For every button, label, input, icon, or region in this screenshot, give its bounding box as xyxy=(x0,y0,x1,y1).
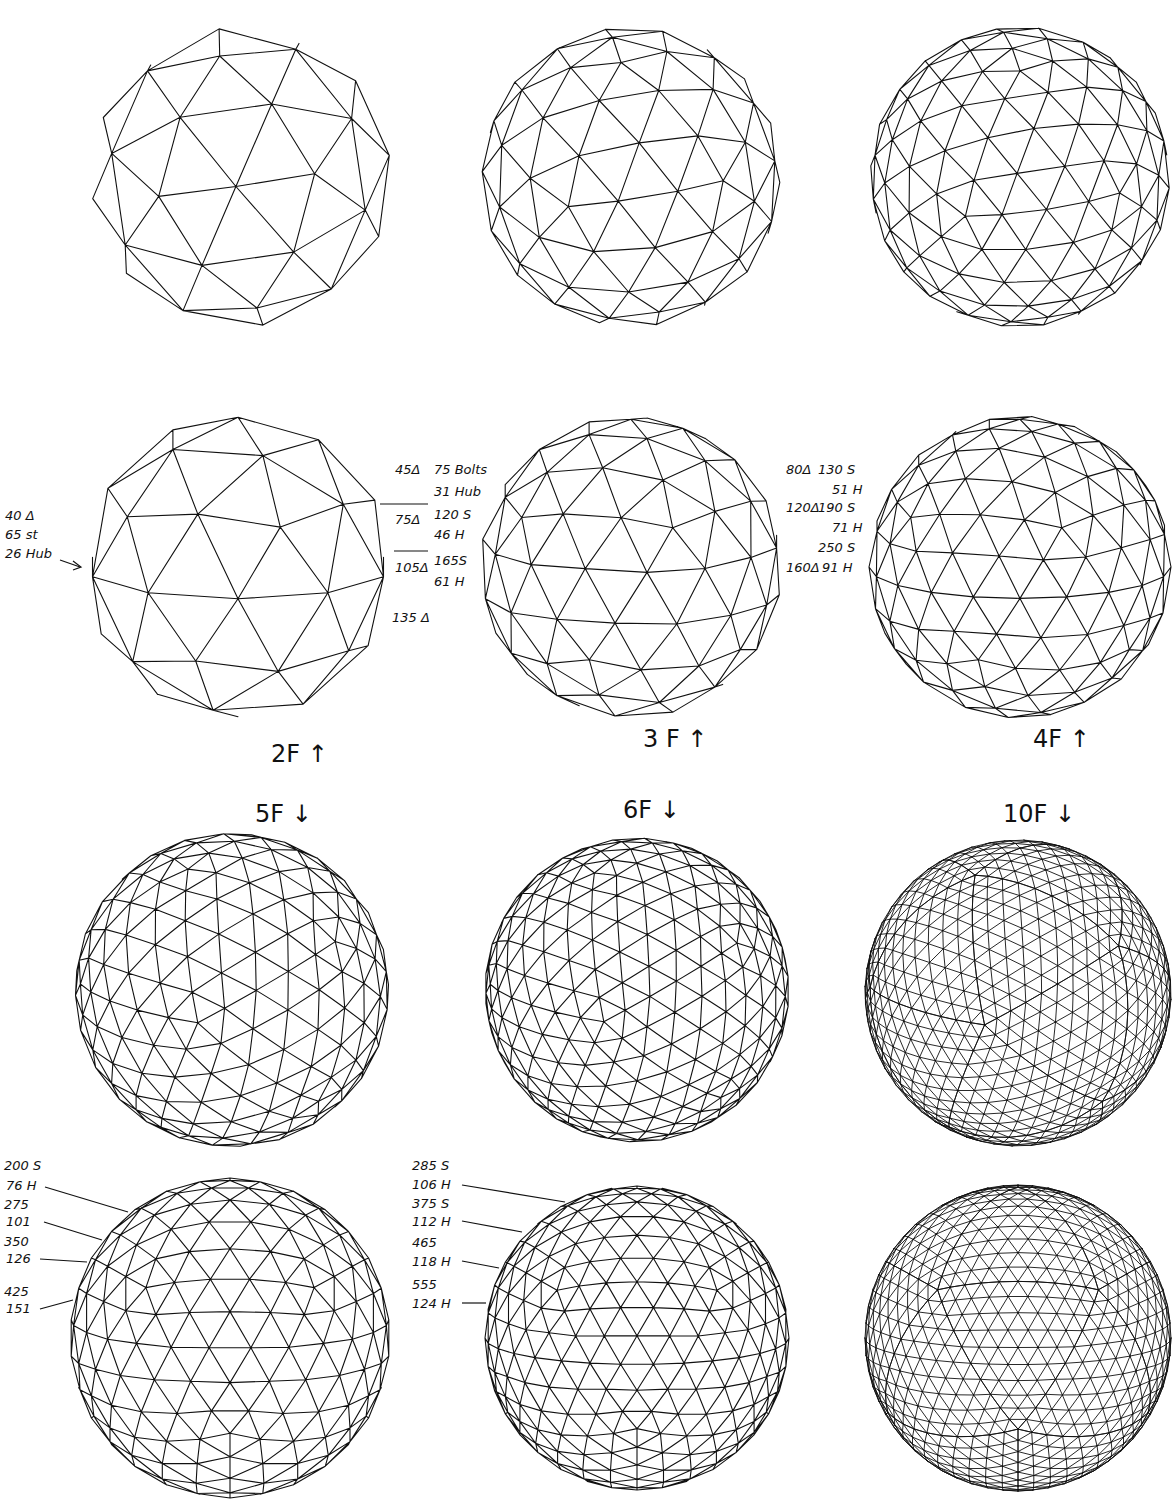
strut-annotation: 124 H xyxy=(412,1296,451,1311)
frequency-label: 3 F ↑ xyxy=(640,725,710,753)
leader-line xyxy=(40,1259,87,1262)
geodesic-sphere xyxy=(869,417,1171,718)
strut-annotation: 130 S xyxy=(818,462,855,477)
strut-annotation: 425 xyxy=(4,1284,29,1299)
geodesic-sphere xyxy=(865,840,1171,1146)
geodesic-sphere xyxy=(871,28,1169,326)
strut-annotation: 555 xyxy=(412,1277,437,1292)
frequency-label: 10F ↓ xyxy=(1000,800,1078,828)
geodesic-sphere xyxy=(482,29,780,324)
geodesic-sphere xyxy=(93,29,390,325)
frequency-label: 4F ↑ xyxy=(1030,725,1093,753)
strut-annotation: 80Δ xyxy=(786,462,811,477)
leader-line xyxy=(462,1185,565,1202)
strut-annotation: 46 H xyxy=(434,527,464,542)
strut-annotation: 285 S xyxy=(412,1158,449,1173)
strut-annotation: 51 H xyxy=(832,482,862,497)
geodesic-sphere xyxy=(486,838,788,1141)
leader-line xyxy=(380,503,428,504)
frequency-label: 5F ↓ xyxy=(252,800,315,828)
strut-annotation: 120 S xyxy=(434,507,471,522)
strut-annotation: 75Δ xyxy=(395,512,420,527)
strut-annotation: 31 Hub xyxy=(434,484,481,499)
geodesic-sphere xyxy=(71,1178,389,1498)
strut-annotation: 250 S xyxy=(818,540,855,555)
strut-annotation: 65 st xyxy=(5,527,38,542)
strut-annotation: 91 H xyxy=(822,560,852,575)
strut-annotation: 75 Bolts xyxy=(434,462,487,477)
strut-annotation: 120Δ xyxy=(786,500,820,515)
strut-annotation: 375 S xyxy=(412,1196,449,1211)
geodesic-sphere xyxy=(865,1185,1171,1491)
geodesic-sphere xyxy=(485,1186,789,1490)
strut-annotation: 40 Δ xyxy=(5,508,35,523)
strut-annotation: 71 H xyxy=(832,520,862,535)
strut-annotation: 190 S xyxy=(818,500,855,515)
leader-line xyxy=(45,1187,128,1212)
strut-annotation: 105Δ xyxy=(395,560,429,575)
leader-line xyxy=(462,1221,522,1232)
strut-annotation: 165S xyxy=(434,553,467,568)
leader-lines xyxy=(40,504,565,1309)
strut-annotation: 76 H xyxy=(6,1178,36,1193)
strut-annotation: 350 xyxy=(4,1234,29,1249)
strut-annotation: 200 S xyxy=(4,1158,41,1173)
geodesic-sphere xyxy=(93,417,384,716)
geodesic-sphere xyxy=(76,834,389,1146)
geodesic-sphere xyxy=(483,418,780,716)
strut-annotation: 465 xyxy=(412,1235,437,1250)
frequency-label: 2F ↑ xyxy=(268,740,331,768)
strut-annotation: 26 Hub xyxy=(5,546,52,561)
strut-annotation: 160Δ xyxy=(786,560,820,575)
leader-line xyxy=(44,1222,102,1240)
frequency-label: 6F ↓ xyxy=(620,796,683,824)
strut-annotation: 151 xyxy=(6,1301,31,1316)
leader-line xyxy=(462,1302,486,1303)
strut-annotation: 45Δ xyxy=(395,462,420,477)
strut-annotation: 61 H xyxy=(434,574,464,589)
strut-annotation: 101 xyxy=(6,1214,31,1229)
leader-line xyxy=(394,550,428,551)
strut-annotation: 135 Δ xyxy=(392,610,430,625)
leader-line xyxy=(462,1261,499,1268)
strut-annotation: 112 H xyxy=(412,1214,451,1229)
leader-line xyxy=(40,1300,73,1309)
strut-annotation: 118 H xyxy=(412,1254,451,1269)
strut-annotation: 106 H xyxy=(412,1177,451,1192)
arrow-head xyxy=(73,561,81,570)
strut-annotation: 275 xyxy=(4,1197,29,1212)
strut-annotation: 126 xyxy=(6,1251,31,1266)
